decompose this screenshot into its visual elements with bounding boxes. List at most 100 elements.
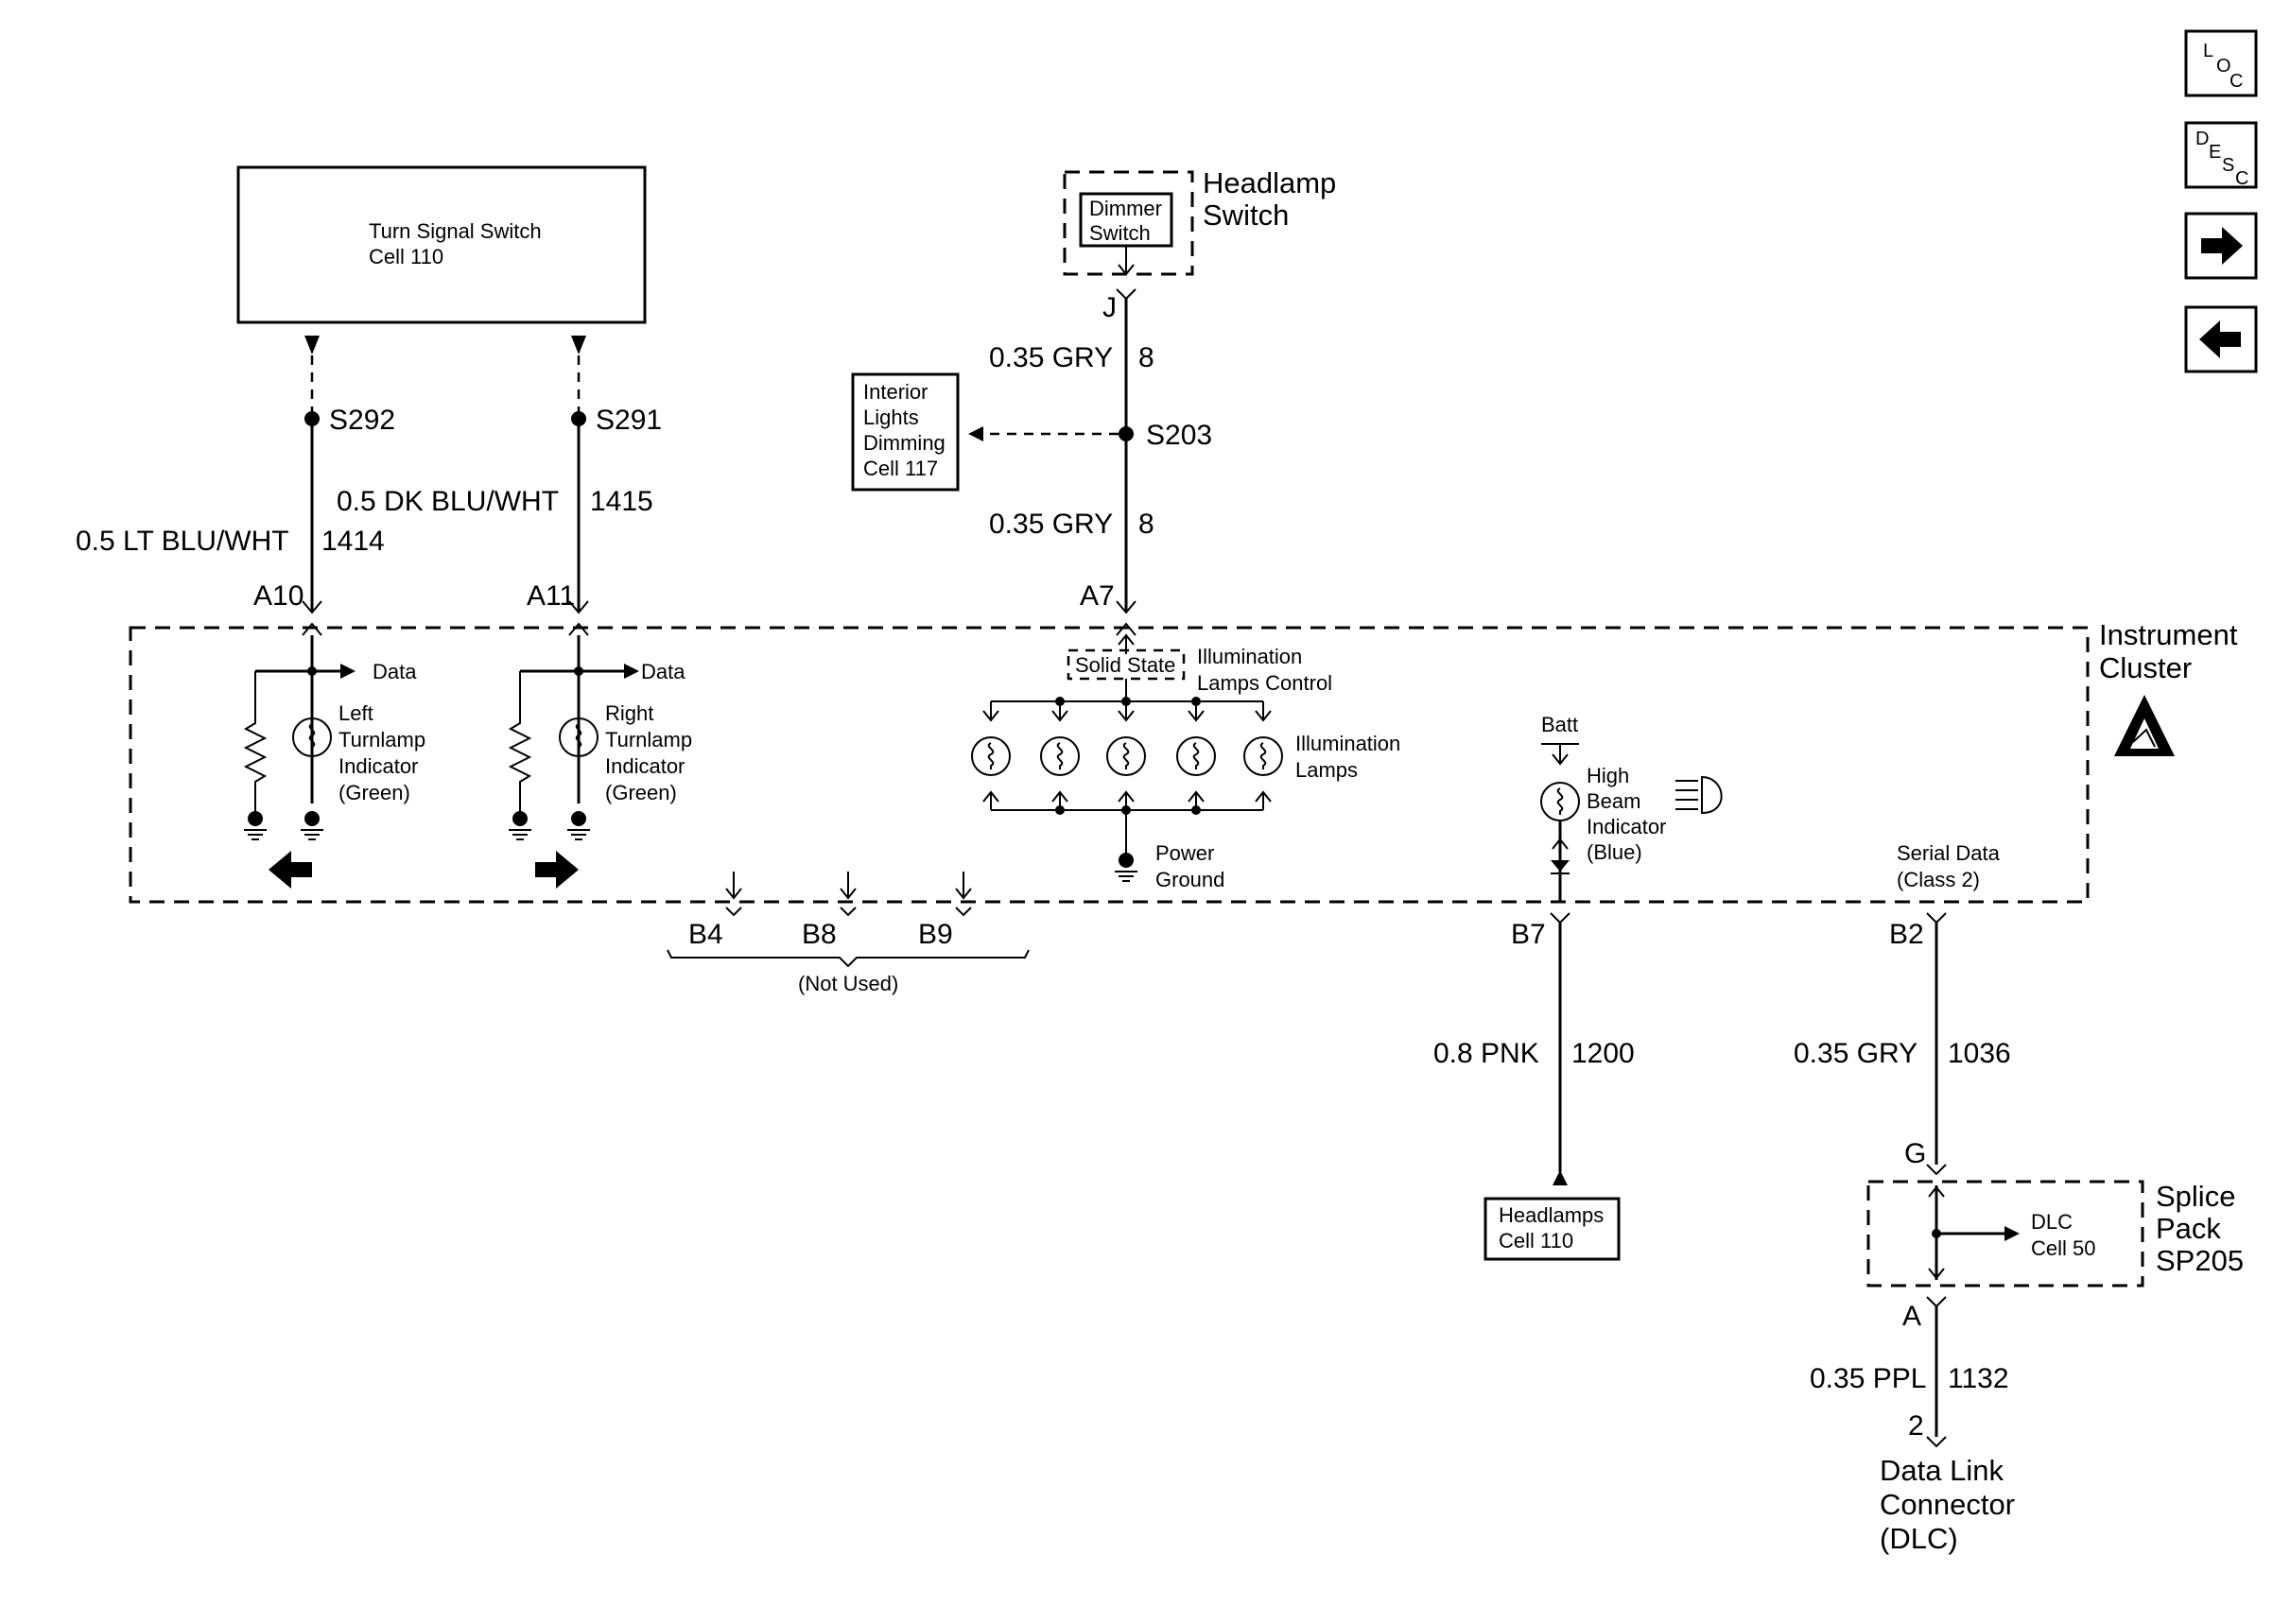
prev-page-button[interactable]: [2184, 305, 2258, 373]
loc-button[interactable]: L O C: [2184, 29, 2258, 97]
left-turnlamp-label-2: Turnlamp: [338, 728, 425, 752]
interior-lights-label-4: Cell 117: [863, 457, 938, 480]
right-turnlamp-label-1: Right: [605, 701, 653, 725]
pin-a: A: [1902, 1301, 1921, 1332]
instrument-cluster-label-2: Cluster: [2099, 651, 2192, 684]
desc-button[interactable]: D E S C: [2184, 121, 2258, 189]
wire-8-lower-number: 8: [1138, 509, 1154, 540]
esd-warning-icon: [2114, 695, 2175, 756]
headlamp-switch-label-1: Headlamp: [1203, 166, 1336, 199]
dlc-label-1: Data Link: [1880, 1454, 2004, 1487]
high-beam-bulb: [1540, 782, 1580, 821]
dlc-label-2: Connector: [1880, 1488, 2015, 1521]
splice-pack-label-3: SP205: [2156, 1244, 2244, 1277]
pin-b8: B8: [802, 919, 837, 950]
data-label-right: Data: [641, 660, 685, 683]
headlamp-switch: Dimmer Switch Headlamp Switch: [1063, 166, 1336, 276]
dlc-cell-label-2: Cell 50: [2031, 1236, 2095, 1260]
illumination-control-label-1: Illumination: [1197, 645, 1302, 668]
instrument-cluster: Instrument Cluster: [129, 618, 2238, 904]
interior-lights-label-3: Dimming: [863, 431, 946, 455]
turn-switch-cell: Cell 110: [369, 245, 443, 268]
unused-pin-b8: B8: [802, 872, 857, 950]
batt-label: Batt: [1541, 713, 1578, 736]
left-arrow-icon: [269, 851, 312, 889]
wire-8-lower-color: 0.35 GRY: [989, 509, 1113, 540]
pin-g: G: [1904, 1138, 1926, 1169]
splice-pack-sp205: DLC Cell 50 Splice Pack SP205: [1866, 1180, 2244, 1287]
desc-letter-e: E: [2209, 142, 2221, 163]
pin-b4: B4: [688, 919, 723, 950]
pin-a10: A10: [253, 580, 304, 612]
high-beam-label-1: High: [1587, 764, 1629, 787]
turn-switch-label: Turn Signal Switch: [369, 219, 542, 243]
unused-pin-b4: B4: [688, 872, 742, 950]
wire-1036-color: 0.35 GRY: [1794, 1038, 1917, 1069]
arrow-right-icon: [2201, 227, 2243, 265]
wire-1415-color: 0.5 DK BLU/WHT: [337, 486, 559, 517]
wire-1415-number: 1415: [590, 486, 653, 517]
loc-letter-c: C: [2230, 71, 2243, 92]
interior-lights-box: Interior Lights Dimming Cell 117: [851, 372, 960, 492]
dimmer-switch-label-2: Switch: [1089, 221, 1151, 245]
splice-pack-label-2: Pack: [2156, 1212, 2221, 1245]
pin-b7: B7: [1511, 919, 1546, 950]
headlamps-cell: Cell 110: [1499, 1229, 1573, 1253]
splice-s203-dot: [1119, 426, 1134, 441]
solid-state-label: Solid State: [1075, 653, 1175, 677]
wire-1132-color: 0.35 PPL: [1810, 1363, 1926, 1394]
high-beam-label-2: Beam: [1587, 789, 1640, 813]
illumination-lamp-3: [1106, 697, 1146, 815]
data-link-connector: Data Link Connector (DLC): [1880, 1454, 2015, 1555]
right-turnlamp-label-2: Turnlamp: [605, 728, 692, 752]
wire-1414-color: 0.5 LT BLU/WHT: [76, 526, 289, 557]
wire-8-upper-color: 0.35 GRY: [989, 342, 1113, 373]
right-turnlamp-label-3: Indicator: [605, 754, 685, 778]
left-turnlamp-label-3: Indicator: [338, 754, 418, 778]
illumination-lamp-4: [1176, 697, 1216, 815]
desc-letter-s: S: [2222, 155, 2234, 176]
dlc-cell-label-1: DLC: [2031, 1210, 2073, 1234]
headlamps-box: Headlamps Cell 110: [1484, 1197, 1621, 1261]
splice-s292-label: S292: [329, 405, 395, 436]
illumination-lamp-5: [1243, 701, 1283, 810]
serial-data-label-2: (Class 2): [1897, 868, 1980, 891]
left-turnlamp-label-4: (Green): [338, 781, 410, 804]
wire-1036-number: 1036: [1948, 1038, 2011, 1069]
dlc-label-3: (DLC): [1880, 1522, 1958, 1555]
splice-pack-label-1: Splice: [2156, 1180, 2235, 1213]
illumination-lamps-label-1: Illumination: [1295, 732, 1400, 755]
right-arrow-icon: [535, 851, 579, 889]
loc-letter-o: O: [2216, 56, 2231, 77]
illumination-lamp-1: [971, 701, 1011, 810]
dimmer-switch-label-1: Dimmer: [1089, 197, 1162, 220]
unused-pin-b9: B9: [918, 872, 972, 950]
wire-1200-number: 1200: [1571, 1038, 1635, 1069]
loc-letter-l: L: [2203, 41, 2213, 61]
power-ground-label-1: Power: [1155, 841, 1214, 865]
next-page-button[interactable]: [2184, 212, 2258, 280]
splice-s203-label: S203: [1146, 420, 1212, 451]
not-used-label: (Not Used): [798, 972, 898, 995]
splice-s291-label: S291: [596, 405, 662, 436]
solid-state-box: Solid State: [1067, 648, 1186, 681]
high-beam-label-4: (Blue): [1587, 840, 1642, 864]
pin-a7: A7: [1080, 580, 1115, 612]
desc-letter-c: C: [2235, 168, 2248, 189]
high-beam-icon: [1675, 775, 1723, 815]
wire-1132-number: 1132: [1948, 1363, 2009, 1394]
high-beam-label-3: Indicator: [1587, 815, 1666, 838]
data-label-left: Data: [373, 660, 417, 683]
wire-1414-number: 1414: [321, 526, 385, 557]
pin-b2: B2: [1889, 919, 1924, 950]
headlamp-switch-label-2: Switch: [1203, 199, 1289, 232]
wire-1200-color: 0.8 PNK: [1433, 1038, 1539, 1069]
interior-lights-label-2: Lights: [863, 406, 919, 429]
left-turnlamp-label-1: Left: [338, 701, 373, 725]
right-turnlamp-label-4: (Green): [605, 781, 677, 804]
power-ground-label-2: Ground: [1155, 868, 1224, 891]
headlamps-label: Headlamps: [1499, 1203, 1604, 1227]
illumination-control-label-2: Lamps Control: [1197, 671, 1332, 695]
wire-8-upper-number: 8: [1138, 342, 1154, 373]
desc-letter-d: D: [2195, 129, 2209, 149]
